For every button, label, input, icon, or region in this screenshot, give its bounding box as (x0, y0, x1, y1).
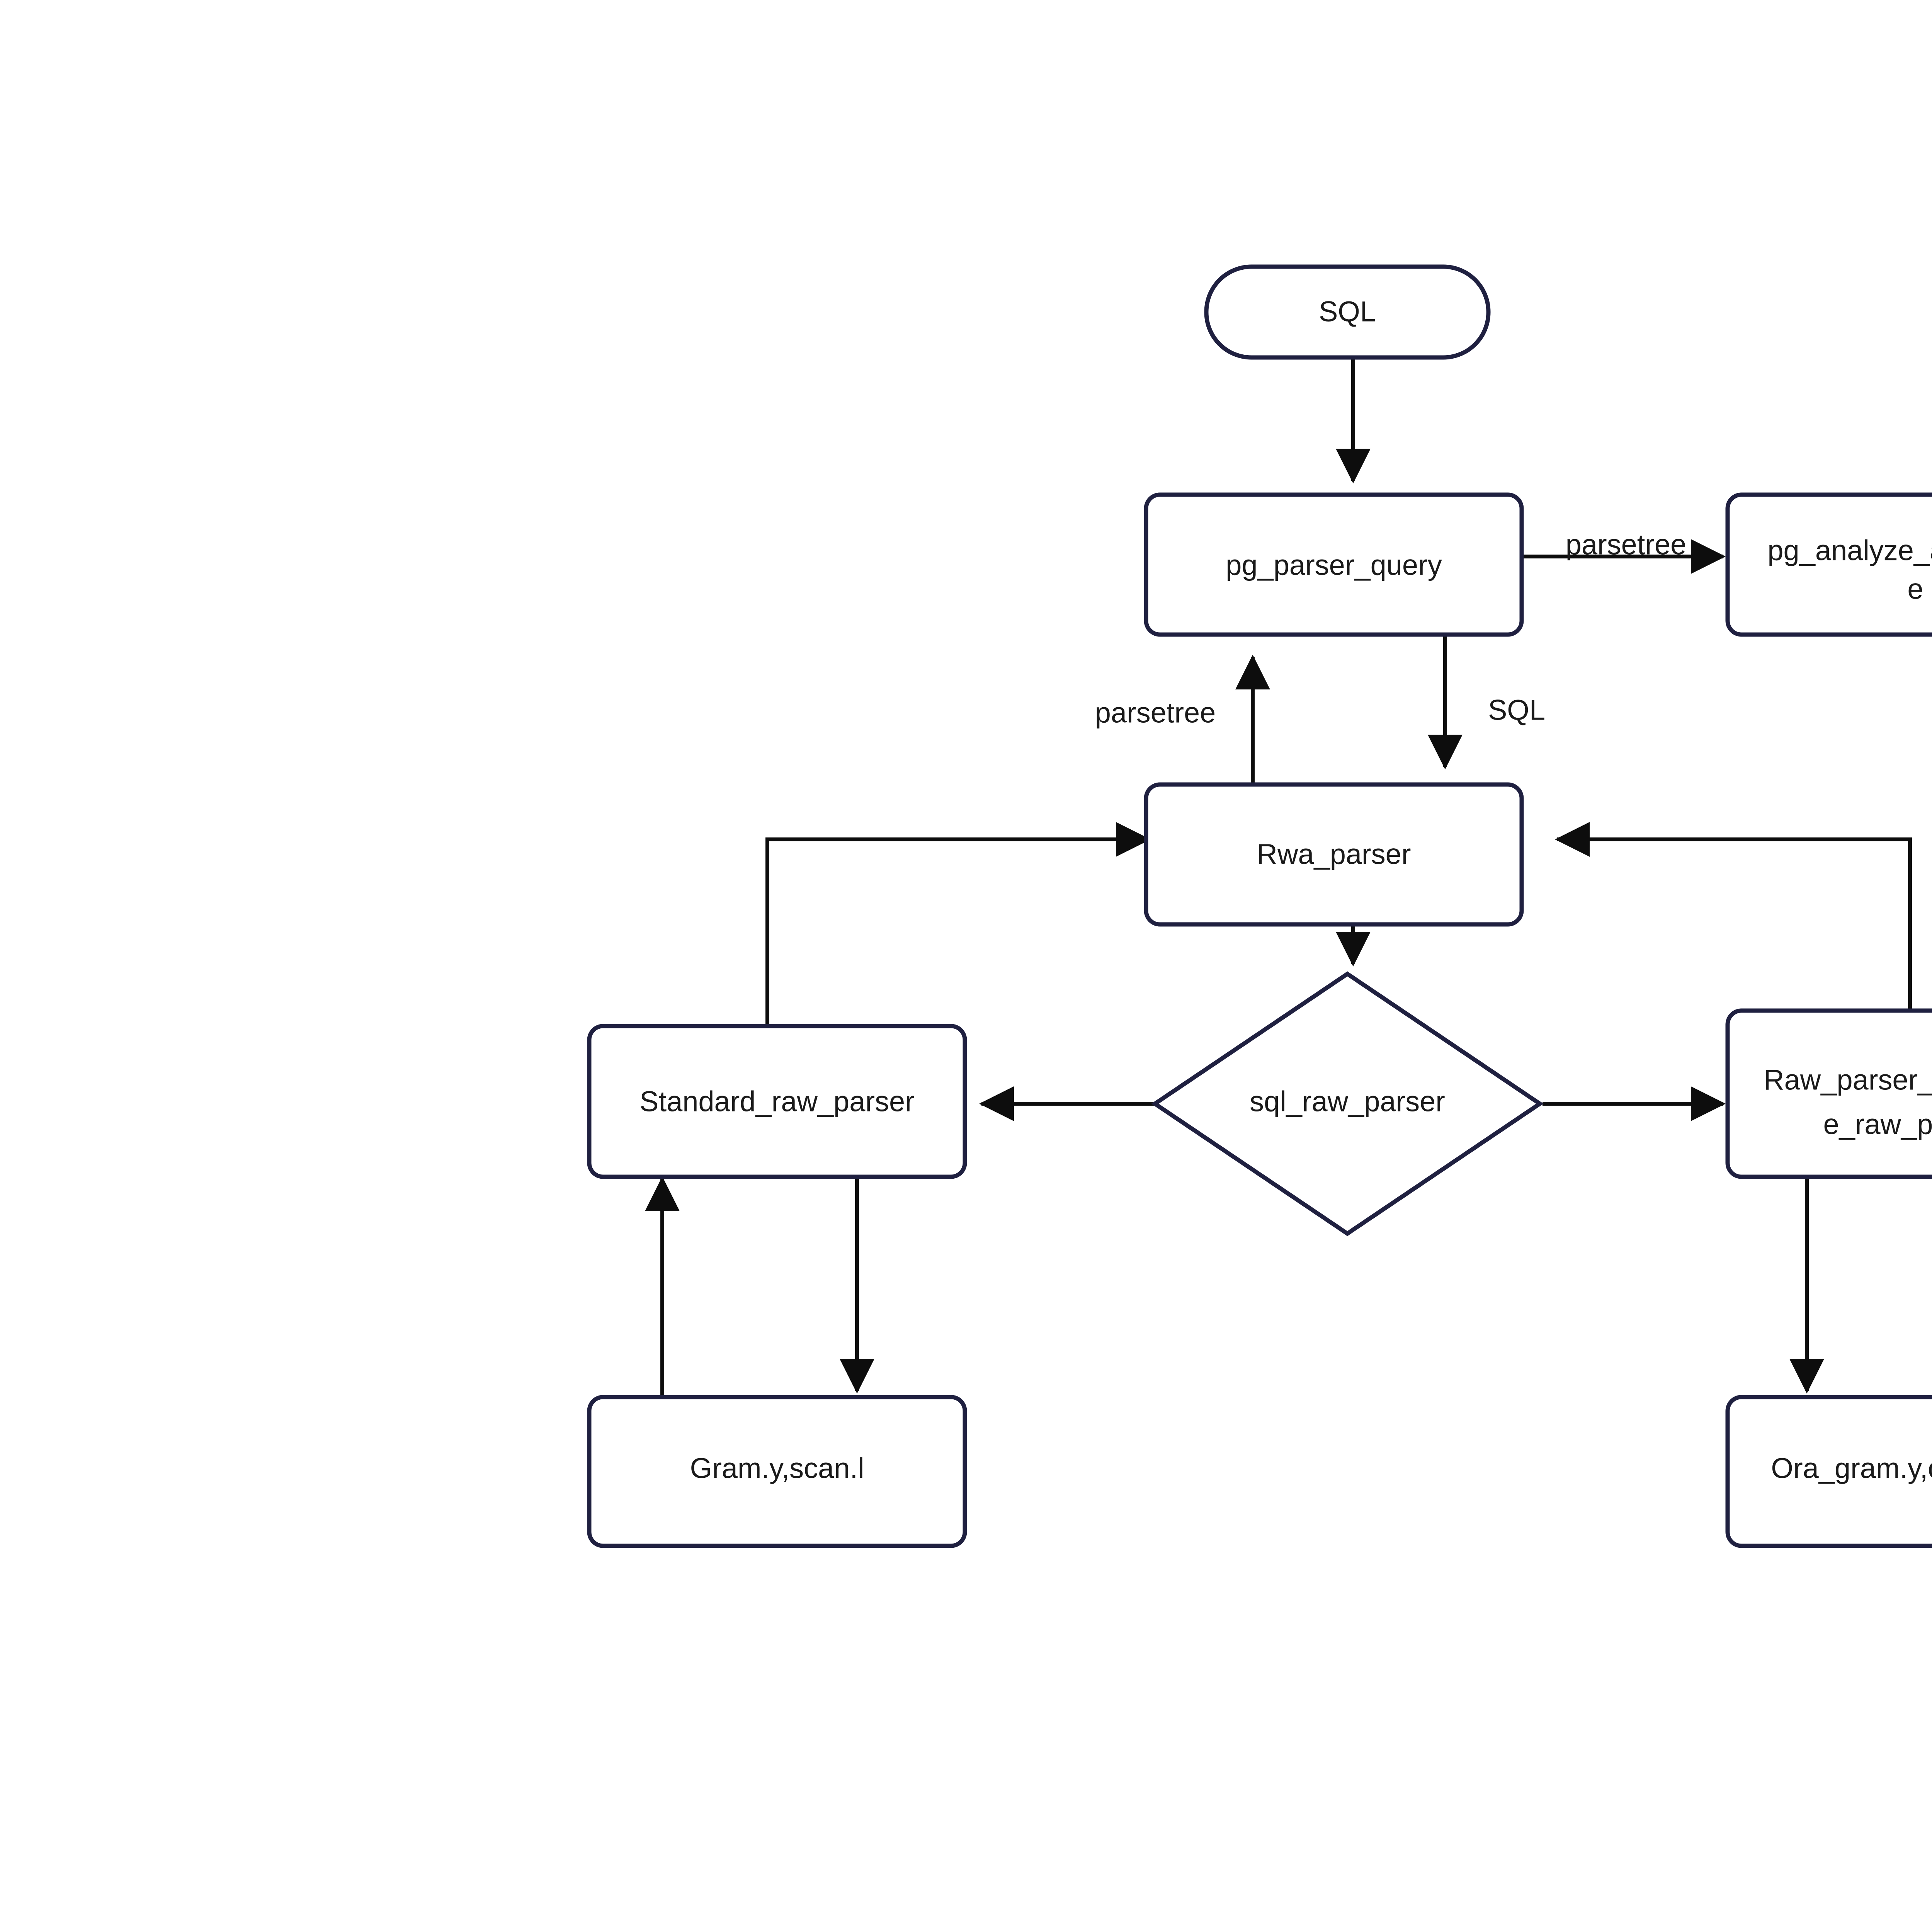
edge-raw-parser-hook-to-rwa-parser (1554, 822, 1912, 1032)
node-pg-analyze-and-rewrite[interactable] (1725, 492, 1932, 637)
node-rwa-parser[interactable] (1144, 782, 1524, 927)
edge-label-rwa-to-pg: parsetree (1095, 697, 1216, 729)
node-raw-parser-hook[interactable] (1725, 1008, 1932, 1179)
node-pg-analyze-and-rewrite-label-line1: pg_analyze_and_rewrit (1767, 534, 1932, 567)
node-standard-raw-parser-label: Standard_raw_parser (639, 1086, 915, 1118)
node-standard-raw-parser[interactable] (587, 1024, 967, 1179)
node-raw-parser-hook-label-line1: Raw_parser_hook(oracl (1764, 1064, 1932, 1096)
node-raw-parser-hook-label-line2: e_raw_parser) (1823, 1108, 1932, 1140)
node-ora-gram-scan[interactable] (1725, 1395, 1932, 1548)
edge-label-pg-to-analyze: parsetree (1566, 529, 1687, 561)
node-sql-input[interactable] (1204, 264, 1491, 360)
node-rwa-parser-label: Rwa_parser (1257, 838, 1411, 870)
edge-label-pg-to-rwa: SQL (1488, 694, 1545, 726)
node-pg-parser-query-label: pg_parser_query (1226, 549, 1442, 581)
node-sql-input-label: SQL (1319, 296, 1376, 328)
node-pg-parser-query[interactable] (1144, 492, 1524, 637)
edge-standard-raw-parser-to-rwa-parser (765, 822, 1151, 1032)
node-sql-raw-parser-label: sql_raw_parser (1250, 1086, 1445, 1118)
node-ora-gram-scan-label: Ora_gram.y,ora_scan.l (1771, 1452, 1932, 1484)
node-sql-raw-parser[interactable] (1151, 971, 1544, 1236)
node-pg-analyze-and-rewrite-label-line2: e (1907, 573, 1923, 605)
node-gram-scan[interactable] (587, 1395, 967, 1548)
node-gram-scan-label: Gram.y,scan.l (690, 1452, 864, 1484)
